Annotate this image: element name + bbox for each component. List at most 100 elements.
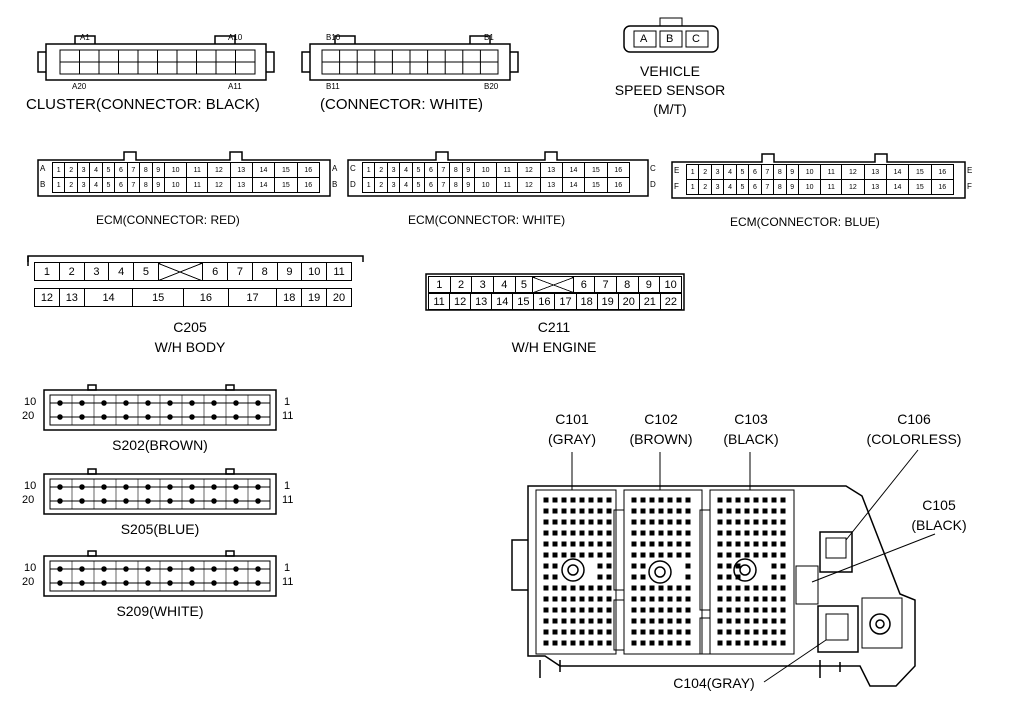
c101-color: (GRAY) bbox=[548, 431, 596, 447]
ecm-pin: 16 bbox=[606, 177, 630, 193]
ecm-pin: 8 bbox=[139, 162, 153, 178]
ecm-row-letter: D bbox=[350, 180, 356, 189]
ecm-row-letter: A bbox=[332, 164, 338, 173]
ecm-pin: 15 bbox=[908, 179, 932, 195]
ecm-pin: 2 bbox=[64, 177, 78, 193]
ecm-pin: 5 bbox=[101, 162, 116, 178]
ecm-pin: 13 bbox=[539, 177, 563, 193]
ecm-pin: 15 bbox=[274, 177, 298, 193]
ecm-pin: 9 bbox=[151, 177, 165, 193]
c205-pin: 1 bbox=[34, 262, 60, 281]
splice-pin-label: 11 bbox=[282, 494, 294, 506]
ecm-pin: 9 bbox=[785, 164, 799, 180]
ecm-pin: 11 bbox=[820, 179, 843, 195]
ecm-pin: 16 bbox=[930, 164, 954, 180]
c211-connector: 1 2 3 4 5 6 7 8 9 10 bbox=[428, 276, 682, 293]
c211-pin: 13 bbox=[470, 293, 493, 310]
pin-a10-label: A10 bbox=[228, 33, 243, 42]
splice-label: S202(BROWN) bbox=[112, 437, 208, 453]
c211-pin: 17 bbox=[554, 293, 577, 310]
ecm-pin: 1 bbox=[685, 179, 700, 195]
ecm-pin: 16 bbox=[296, 177, 320, 193]
ecm-pin: 5 bbox=[735, 179, 750, 195]
c205-pin: 16 bbox=[183, 288, 229, 307]
ecm-red-shell bbox=[37, 151, 331, 197]
c211-pin: 12 bbox=[449, 293, 472, 310]
ecm-pin: 11 bbox=[186, 162, 209, 178]
pin-a20-label: A20 bbox=[72, 82, 87, 91]
c205-pin: 15 bbox=[132, 288, 184, 307]
splice-pin-label: 10 bbox=[24, 562, 37, 574]
junction-box-drawing bbox=[511, 449, 936, 687]
cluster-white-label: (CONNECTOR: WHITE) bbox=[320, 96, 484, 113]
splice-pin-label: 20 bbox=[22, 494, 35, 506]
c205-pin: 20 bbox=[326, 288, 352, 307]
ecm-pin: 10 bbox=[797, 179, 822, 195]
ecm-pin: 2 bbox=[698, 164, 712, 180]
ecm-pin: 11 bbox=[496, 177, 519, 193]
ecm-pin: 1 bbox=[51, 177, 66, 193]
ecm-pin: 7 bbox=[436, 162, 451, 178]
c211-pin: 11 bbox=[427, 293, 451, 310]
ecm-blue-shell bbox=[671, 153, 966, 199]
ecm-pin: 5 bbox=[101, 177, 116, 193]
c103-color: (BLACK) bbox=[723, 431, 779, 447]
c205-pin: 11 bbox=[326, 262, 352, 281]
ecm-pin: 7 bbox=[126, 177, 141, 193]
ecm-pin: 8 bbox=[449, 177, 463, 193]
ecm-row-letter: F bbox=[967, 182, 972, 191]
ecm-pin: 13 bbox=[863, 164, 887, 180]
c205-blank-cell bbox=[157, 262, 204, 281]
ecm-pin: 10 bbox=[473, 177, 498, 193]
ecm-pin: 3 bbox=[710, 164, 725, 180]
ecm-pin: 3 bbox=[710, 179, 725, 195]
ecm-pin: 6 bbox=[114, 177, 128, 193]
c205-name: C205 bbox=[173, 319, 207, 335]
pin-b20-label: B20 bbox=[484, 82, 499, 91]
ecm-pin: 15 bbox=[274, 162, 298, 178]
ecm-pin: 11 bbox=[820, 164, 843, 180]
c205-desc: W/H BODY bbox=[154, 339, 226, 355]
c205-connector-row2: 12 13 14 15 16 17 18 19 20 bbox=[34, 288, 352, 307]
splice-pin-label: 10 bbox=[24, 480, 37, 492]
cluster-white-connector bbox=[301, 35, 519, 81]
ecm-pin: 12 bbox=[841, 164, 865, 180]
splice-label: S205(BLUE) bbox=[120, 521, 200, 537]
c211-pin: 15 bbox=[512, 293, 535, 310]
c211-pin: 1 bbox=[428, 276, 451, 293]
ecm-pin: 6 bbox=[424, 177, 438, 193]
c106-name: C106 bbox=[897, 411, 931, 427]
ecm-pin: 10 bbox=[163, 162, 188, 178]
vss-label-1: VEHICLE bbox=[640, 63, 700, 79]
ecm-row-letter: C bbox=[650, 164, 656, 173]
ecm-pin: 2 bbox=[374, 162, 388, 178]
cluster-black-connector bbox=[37, 35, 275, 81]
ecm-pin: 10 bbox=[163, 177, 188, 193]
ecm-pin: 13 bbox=[229, 177, 253, 193]
ecm-pin: 12 bbox=[207, 177, 231, 193]
vss-label-3: (M/T) bbox=[653, 101, 687, 117]
c211-pin: 4 bbox=[493, 276, 516, 293]
ecm-pin: 5 bbox=[735, 164, 750, 180]
ecm-pin: 7 bbox=[760, 179, 775, 195]
c101-name: C101 bbox=[555, 411, 589, 427]
ecm-pin: 15 bbox=[584, 162, 608, 178]
ecm-pin: 14 bbox=[251, 162, 276, 178]
ecm-pin: 13 bbox=[539, 162, 563, 178]
ecm-pin: 4 bbox=[723, 179, 737, 195]
ecm-pin: 10 bbox=[797, 164, 822, 180]
ecm-pin: 14 bbox=[885, 179, 910, 195]
ecm-row-letter: E bbox=[967, 166, 973, 175]
ecm-white-shell bbox=[347, 151, 649, 197]
splice-pin-label: 1 bbox=[284, 396, 291, 408]
ecm-pin: 4 bbox=[399, 162, 413, 178]
c205-pin: 5 bbox=[133, 262, 159, 281]
c205-pin: 2 bbox=[58, 262, 85, 281]
ecm-pin: 5 bbox=[411, 177, 426, 193]
ecm-pin: 1 bbox=[361, 177, 376, 193]
ecm-pin: 8 bbox=[449, 162, 463, 178]
ecm-pin: 12 bbox=[517, 162, 541, 178]
c211-pin: 20 bbox=[617, 293, 640, 310]
ecm-pin: 3 bbox=[386, 162, 401, 178]
